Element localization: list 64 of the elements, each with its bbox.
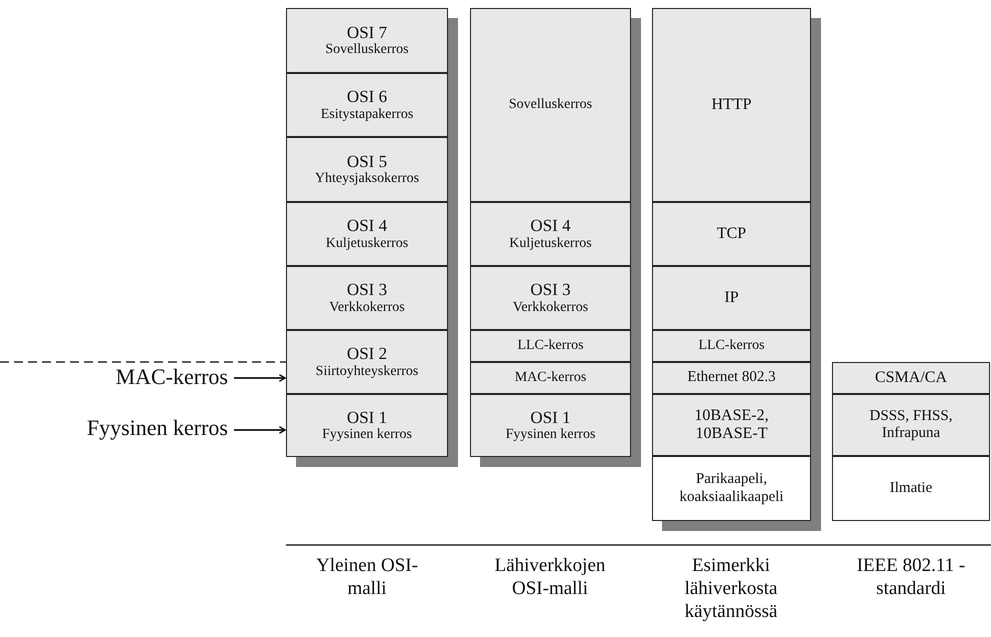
layer-name: Kuljetuskerros [326,236,408,252]
layer-number: OSI 5 [346,152,388,172]
layer-box [286,137,448,202]
layer-box [470,266,631,330]
layer-name: Esitystapakerros [320,106,414,123]
layer-name: DSSS, FHSS, Infrapuna [868,408,954,442]
layer-name: Sovelluskerros [508,96,592,114]
layer-number: OSI 1 [346,408,388,428]
layer-number: OSI 3 [346,280,388,300]
arrow [234,374,286,382]
layer-label: Fyysinen kerros [10,415,228,445]
layer-name: Verkkokerros [512,300,588,316]
layer-box [652,394,811,456]
layer-box [470,8,631,202]
layer-number: OSI 6 [346,87,388,107]
layer-box [832,394,990,456]
layer-box [286,202,448,266]
layer-name: IP [724,288,739,308]
layer-box [832,362,990,394]
layer-number: OSI 7 [346,22,388,42]
layer-box [652,8,811,202]
layer-number: OSI 3 [530,280,571,300]
layer-name: LLC-kerros [517,338,584,354]
layer-name: Yhteysjaksokerros [314,171,420,188]
layer-name: Fyysinen kerros [506,427,596,444]
layer-name: Verkkokerros [329,300,405,316]
layer-box [286,330,448,394]
column-caption: Yleinen OSI-malli [315,555,419,601]
layer-box [286,394,448,457]
arrow [234,426,286,434]
layer-number: OSI 4 [346,216,388,236]
layer-box [286,73,448,137]
layer-box [652,362,811,394]
layer-number: OSI 4 [530,216,571,236]
layer-box [470,202,631,266]
layer-name: Parikaapeli, koaksiaalikaapeli [678,471,785,506]
layer-name: Sovelluskerros [325,42,409,58]
column-caption: Esimerkki lähiverkosta käytännössä [684,555,778,624]
layer-box [652,330,811,362]
layer-name: 10BASE-2, 10BASE-T [693,406,770,444]
layer-box [470,362,631,394]
layer-name: Kuljetuskerros [509,236,592,252]
layer-box [470,330,631,362]
layer-label: MAC-kerros [60,364,228,392]
layer-box [652,456,811,521]
layer-box [832,456,990,521]
layer-box [470,394,631,457]
column-caption: IEEE 802.11 -standardi [856,555,966,601]
layer-box [286,266,448,330]
layer-name: HTTP [712,96,752,114]
column-caption: Lähiverkkojen OSI-malli [494,555,606,601]
layer-number: OSI 1 [530,408,571,428]
layer-number: OSI 2 [346,344,388,364]
layer-box [652,266,811,330]
layer-name: MAC-kerros [514,370,586,386]
layer-name: CSMA/CA [874,368,948,388]
layer-name: Fyysinen kerros [322,427,412,444]
layer-name: Ilmatie [890,480,932,498]
layer-name: Ethernet 802.3 [687,369,776,387]
layer-name: LLC-kerros [698,338,765,354]
layer-name: TCP [716,224,746,244]
layer-box [652,202,811,266]
layer-box [286,8,448,73]
layer-name: Siirtoyhteyskerros [316,364,418,380]
